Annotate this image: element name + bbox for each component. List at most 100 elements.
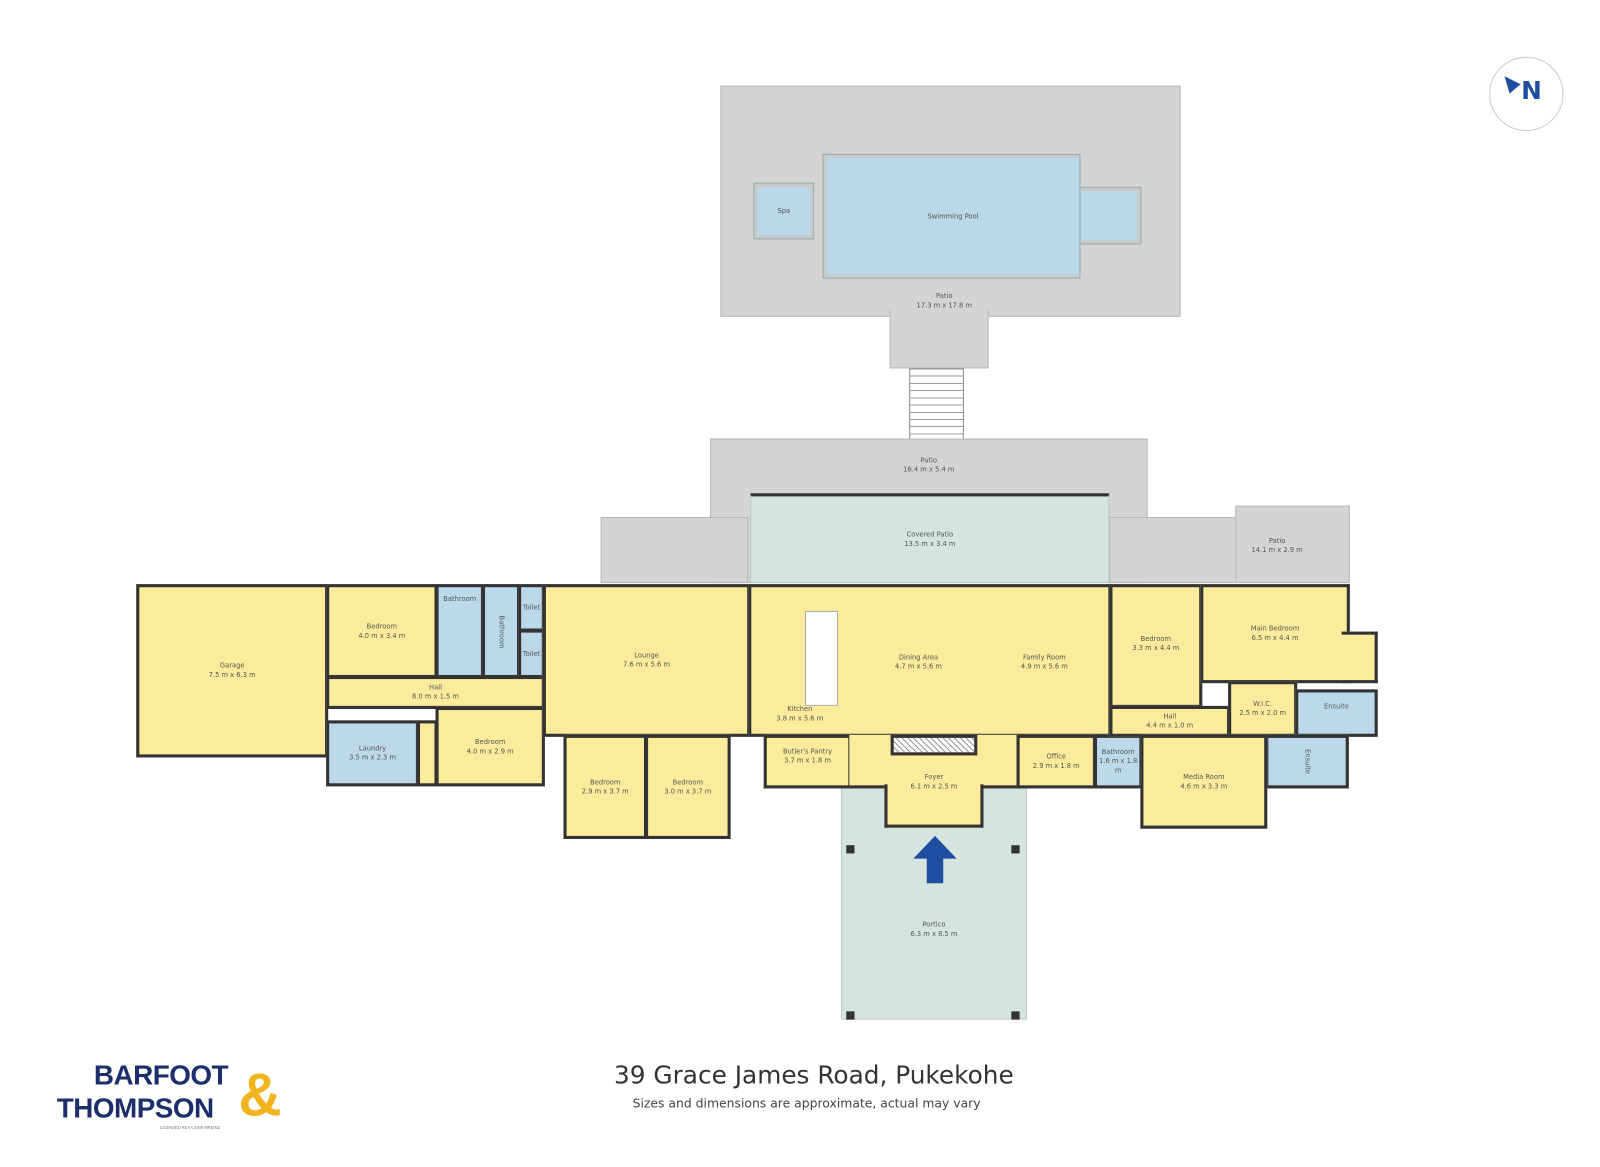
foyer-entry <box>884 784 984 828</box>
room-dim: 4.0 m x 3.4 m <box>358 631 406 640</box>
room-dim: 3.5 m x 2.3 m <box>349 753 396 762</box>
main-bedroom-ext <box>1341 631 1378 684</box>
room-name: Dining Area <box>898 653 939 662</box>
room-dim: 2.9 m x 1.8 m <box>1032 761 1080 770</box>
room-name: Patio <box>920 456 938 465</box>
room-name: Lounge <box>634 651 659 660</box>
portico-post <box>1011 845 1020 854</box>
linen <box>416 720 438 787</box>
room-dim: 4.7 m x 5.6 m <box>895 662 942 671</box>
entrance-arrow-icon <box>913 835 957 884</box>
room-name: Bedroom <box>590 777 621 786</box>
room-name: Swimming Pool <box>927 211 979 220</box>
north-arrow-icon <box>1498 71 1521 94</box>
room-dim: 4.6 m x 3.3 m <box>1180 781 1228 790</box>
room-name: Patio <box>1268 536 1286 545</box>
room-name: Garage <box>219 661 245 670</box>
portico-post <box>846 1011 855 1020</box>
logo-line1: BARFOOT <box>93 1059 229 1091</box>
room-name: Butler's Pantry <box>782 747 833 756</box>
stairs <box>909 368 964 441</box>
room-name: Ensuite <box>1303 749 1312 775</box>
room-name: Portico <box>922 920 946 929</box>
toilet-2: Toilet <box>518 629 545 679</box>
ensuite-2: Ensuite <box>1265 734 1349 789</box>
room-dim: 1.6 m x 1.8 m <box>1099 756 1138 775</box>
bathroom-1: Bathroom <box>435 584 485 679</box>
logo-ampersand: & <box>238 1061 282 1130</box>
room-name: W.I.C. <box>1253 699 1273 708</box>
room-name: Family Room <box>1022 653 1066 662</box>
room-dim: 13.5 m x 3.4 m <box>904 539 956 548</box>
fireplace <box>890 734 978 756</box>
room-name: Spa <box>777 206 791 215</box>
room-name: Hall <box>1163 712 1177 721</box>
room-name: Ensuite <box>1324 702 1349 711</box>
page-title: 39 Grace James Road, Pukekohe <box>614 1060 1014 1090</box>
walk-in-closet: W.I.C.2.5 m x 2.0 m <box>1228 681 1298 737</box>
room-dim: 7.5 m x 6.3 m <box>208 670 256 680</box>
room-name: Patio <box>936 292 953 301</box>
swimming-pool: Swimming Pool <box>822 153 1081 279</box>
room-name: Kitchen <box>787 704 813 714</box>
toilet-1: Toilet <box>518 584 545 632</box>
room-name: Toilet <box>522 603 541 612</box>
room-name: Media Room <box>1183 772 1225 781</box>
room-name: Bedroom <box>672 777 704 786</box>
ensuite-1: Ensuite <box>1295 689 1378 737</box>
room-name: Bathroom <box>497 615 506 649</box>
room-name: Laundry <box>358 744 387 753</box>
patio-east <box>1109 517 1236 584</box>
room-name: Bedroom <box>366 621 398 631</box>
room-dim: 4.0 m x 2.9 m <box>466 746 514 755</box>
room-dim: 6.3 m x 8.5 m <box>910 929 958 939</box>
north-label: N <box>1521 76 1542 106</box>
room-name: Bedroom <box>1140 634 1172 643</box>
north-compass-icon: N <box>1489 56 1564 132</box>
logo-line2: THOMPSON <box>56 1092 214 1124</box>
swimming-pool-ext <box>1072 186 1142 245</box>
room-dim: 17.3 m x 17.8 m <box>916 301 972 310</box>
room-name: Bathroom <box>443 594 477 604</box>
room-dim: 6.5 m x 4.4 m <box>1251 633 1299 642</box>
spa: Spa <box>753 182 815 240</box>
room-name: Bathroom <box>1101 747 1135 756</box>
room-dim: 14.1 m x 2.9 m <box>1251 545 1303 555</box>
portico-post <box>846 845 855 854</box>
room-name: Toilet <box>522 649 541 658</box>
patio-pool-stem <box>889 309 989 369</box>
room-dim: 2.9 m x 3.7 m <box>581 786 629 796</box>
room-dim: 6.1 m x 2.5 m <box>910 782 958 791</box>
room-dim: 7.6 m x 5.6 m <box>623 660 670 669</box>
room-name: Covered Patio <box>906 529 954 539</box>
room-name: Hall <box>429 683 442 692</box>
room-dim: 2.5 m x 2.0 m <box>1239 708 1287 718</box>
patio-west <box>600 517 749 584</box>
disclaimer: Sizes and dimensions are approximate, ac… <box>632 1095 981 1111</box>
bathroom-2: Bathroom <box>481 584 521 679</box>
room-dim: 3.3 m x 4.4 m <box>1132 643 1180 653</box>
portico-post <box>1011 1011 1020 1020</box>
room-dim: 4.9 m x 5.6 m <box>1020 662 1068 671</box>
kitchen-island <box>804 610 838 706</box>
room-name: Main Bedroom <box>1250 624 1300 633</box>
